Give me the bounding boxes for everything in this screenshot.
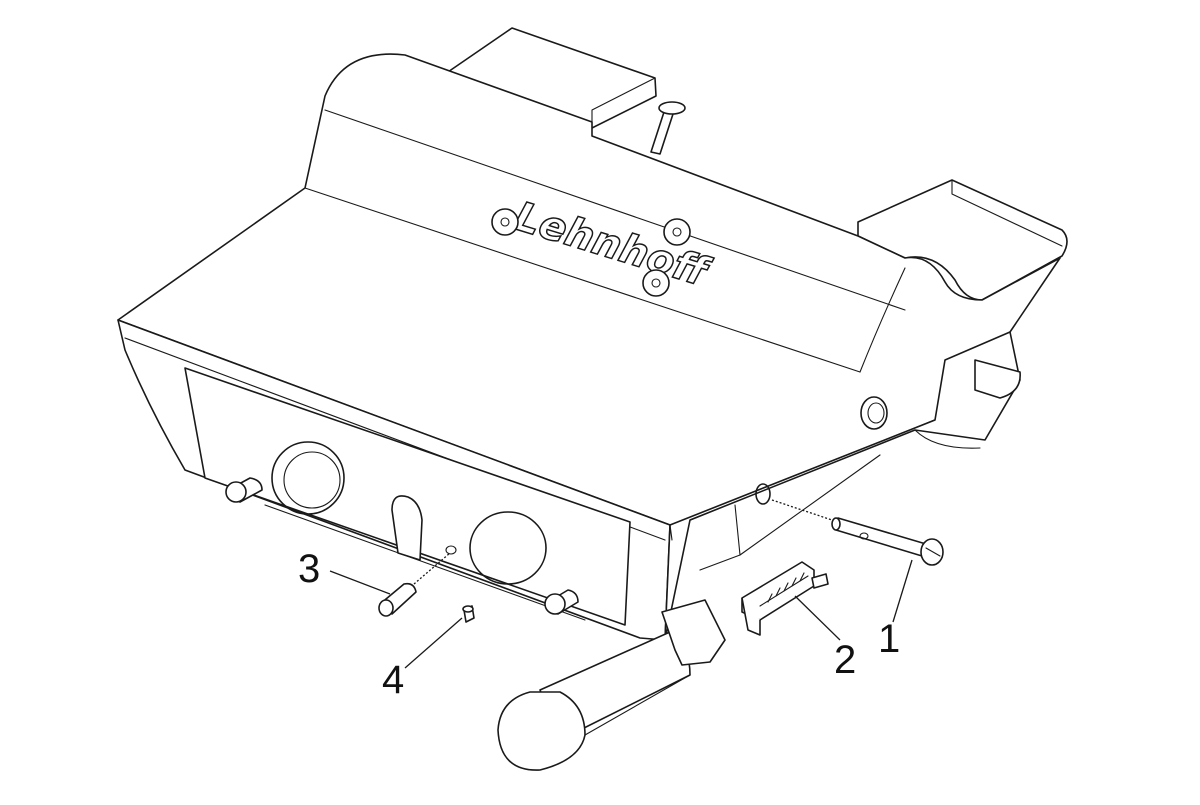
top-pin (650, 101, 686, 155)
guide-pin-right (544, 589, 579, 615)
right-port-outer (469, 511, 547, 585)
part-3-pin (378, 552, 451, 617)
center-slot (391, 495, 423, 561)
callout-4-label: 4 (382, 658, 404, 702)
front-plate (184, 367, 631, 626)
logo-circle-right (663, 218, 691, 246)
left-port-outer (271, 441, 345, 515)
callout-1: 1 (878, 559, 913, 661)
right-side-details (699, 359, 1021, 571)
callout-3: 3 (298, 547, 391, 595)
callout-3-label: 3 (298, 547, 320, 591)
callout-4: 4 (382, 617, 463, 702)
part-4-small-pin (462, 605, 475, 623)
part-2-bracket (741, 561, 829, 636)
callout-2-label: 2 (834, 638, 856, 682)
callout-2: 2 (794, 595, 856, 682)
logo-circle-bottom (642, 269, 670, 297)
logo-circle-left (491, 208, 519, 236)
lower-connector (497, 599, 726, 771)
part-1-bolt (771, 499, 944, 566)
right-hook (857, 179, 1068, 301)
guide-pin-left (225, 477, 263, 503)
left-port-inner (283, 451, 341, 509)
callout-1-label: 1 (878, 617, 900, 661)
